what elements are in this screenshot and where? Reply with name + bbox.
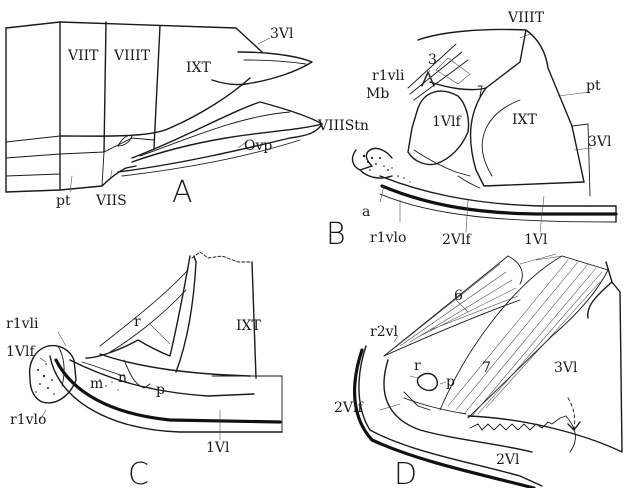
abdomen-outline-a xyxy=(6,22,322,192)
panel-letter-c: C xyxy=(128,457,149,488)
panel-letter-a: A xyxy=(172,175,193,210)
panel-b: VIIIT r1vli 3 Mb pt IXT VIIIStn 1Vlf 3Vl… xyxy=(317,10,616,252)
label-r1vli-c: r1vli xyxy=(6,316,39,332)
stipple-c xyxy=(35,363,118,395)
label-6-d: 6 xyxy=(454,288,463,304)
panel-d: 6 r2vl r p 7 3Vl 2Vlf 2Vl D xyxy=(334,254,622,488)
label-viiistn-b: VIIIStn xyxy=(317,118,369,134)
panel-a: VIIT VIIIT IXT 3Vl Ovp pt VIIS A xyxy=(6,22,322,210)
label-viis: VIIS xyxy=(95,193,127,209)
label-3-b: 3 xyxy=(428,52,437,68)
label-3vl-d: 3Vl xyxy=(554,360,578,376)
label-mb-b: Mb xyxy=(366,86,389,102)
label-a-b: a xyxy=(362,204,370,220)
label-r1vli-b: r1vli xyxy=(372,68,405,84)
label-2vl-d: 2Vl xyxy=(496,452,520,468)
label-p-c: p xyxy=(156,382,165,398)
label-3vl: 3Vl xyxy=(270,26,294,42)
leader-lines-d xyxy=(380,300,468,410)
label-n-c: n xyxy=(118,370,127,386)
label-1vlf-b: 1Vlf xyxy=(432,114,462,130)
label-ovp: Ovp xyxy=(244,138,272,154)
label-pt-b: pt xyxy=(586,78,601,94)
label-viiit-b: VIIIT xyxy=(507,10,545,26)
panel-letter-b: B xyxy=(326,217,346,252)
label-r1vlo-c: r1vlo xyxy=(10,412,46,428)
label-viit: VIIT xyxy=(67,48,99,64)
label-2vlf-b: 2Vlf xyxy=(442,232,472,248)
label-7-d: 7 xyxy=(482,360,491,376)
label-ixt-c: IXT xyxy=(236,318,261,334)
label-r-d: r xyxy=(414,358,421,374)
label-1vlf-c: 1Vlf xyxy=(6,344,36,360)
label-r-c: r xyxy=(134,314,141,330)
label-r1vlo-b: r1vlo xyxy=(370,230,406,246)
label-viiit: VIIIT xyxy=(113,48,151,64)
label-1vl-c: 1Vl xyxy=(206,440,230,456)
label-ixt: IXT xyxy=(186,60,211,76)
label-r2vl-d: r2vl xyxy=(370,324,399,340)
label-pt: pt xyxy=(56,193,71,209)
label-3vl-b: 3Vl xyxy=(588,134,612,150)
label-2vlf-d: 2Vlf xyxy=(334,400,364,416)
leader-lines-a xyxy=(70,38,270,192)
panel-letter-d: D xyxy=(394,457,417,488)
abdomen-outline-b xyxy=(353,29,616,222)
label-p-d: p xyxy=(446,374,455,390)
abdomen-outline-c xyxy=(30,252,282,432)
label-1vl-b: 1Vl xyxy=(524,232,548,248)
leader-lines-c xyxy=(40,324,220,440)
panel-c: IXT r r1vli 1Vlf m n p r1vlo 1Vl C xyxy=(6,252,282,488)
label-ixt-b: IXT xyxy=(512,112,537,128)
label-m-c: m xyxy=(90,376,103,392)
